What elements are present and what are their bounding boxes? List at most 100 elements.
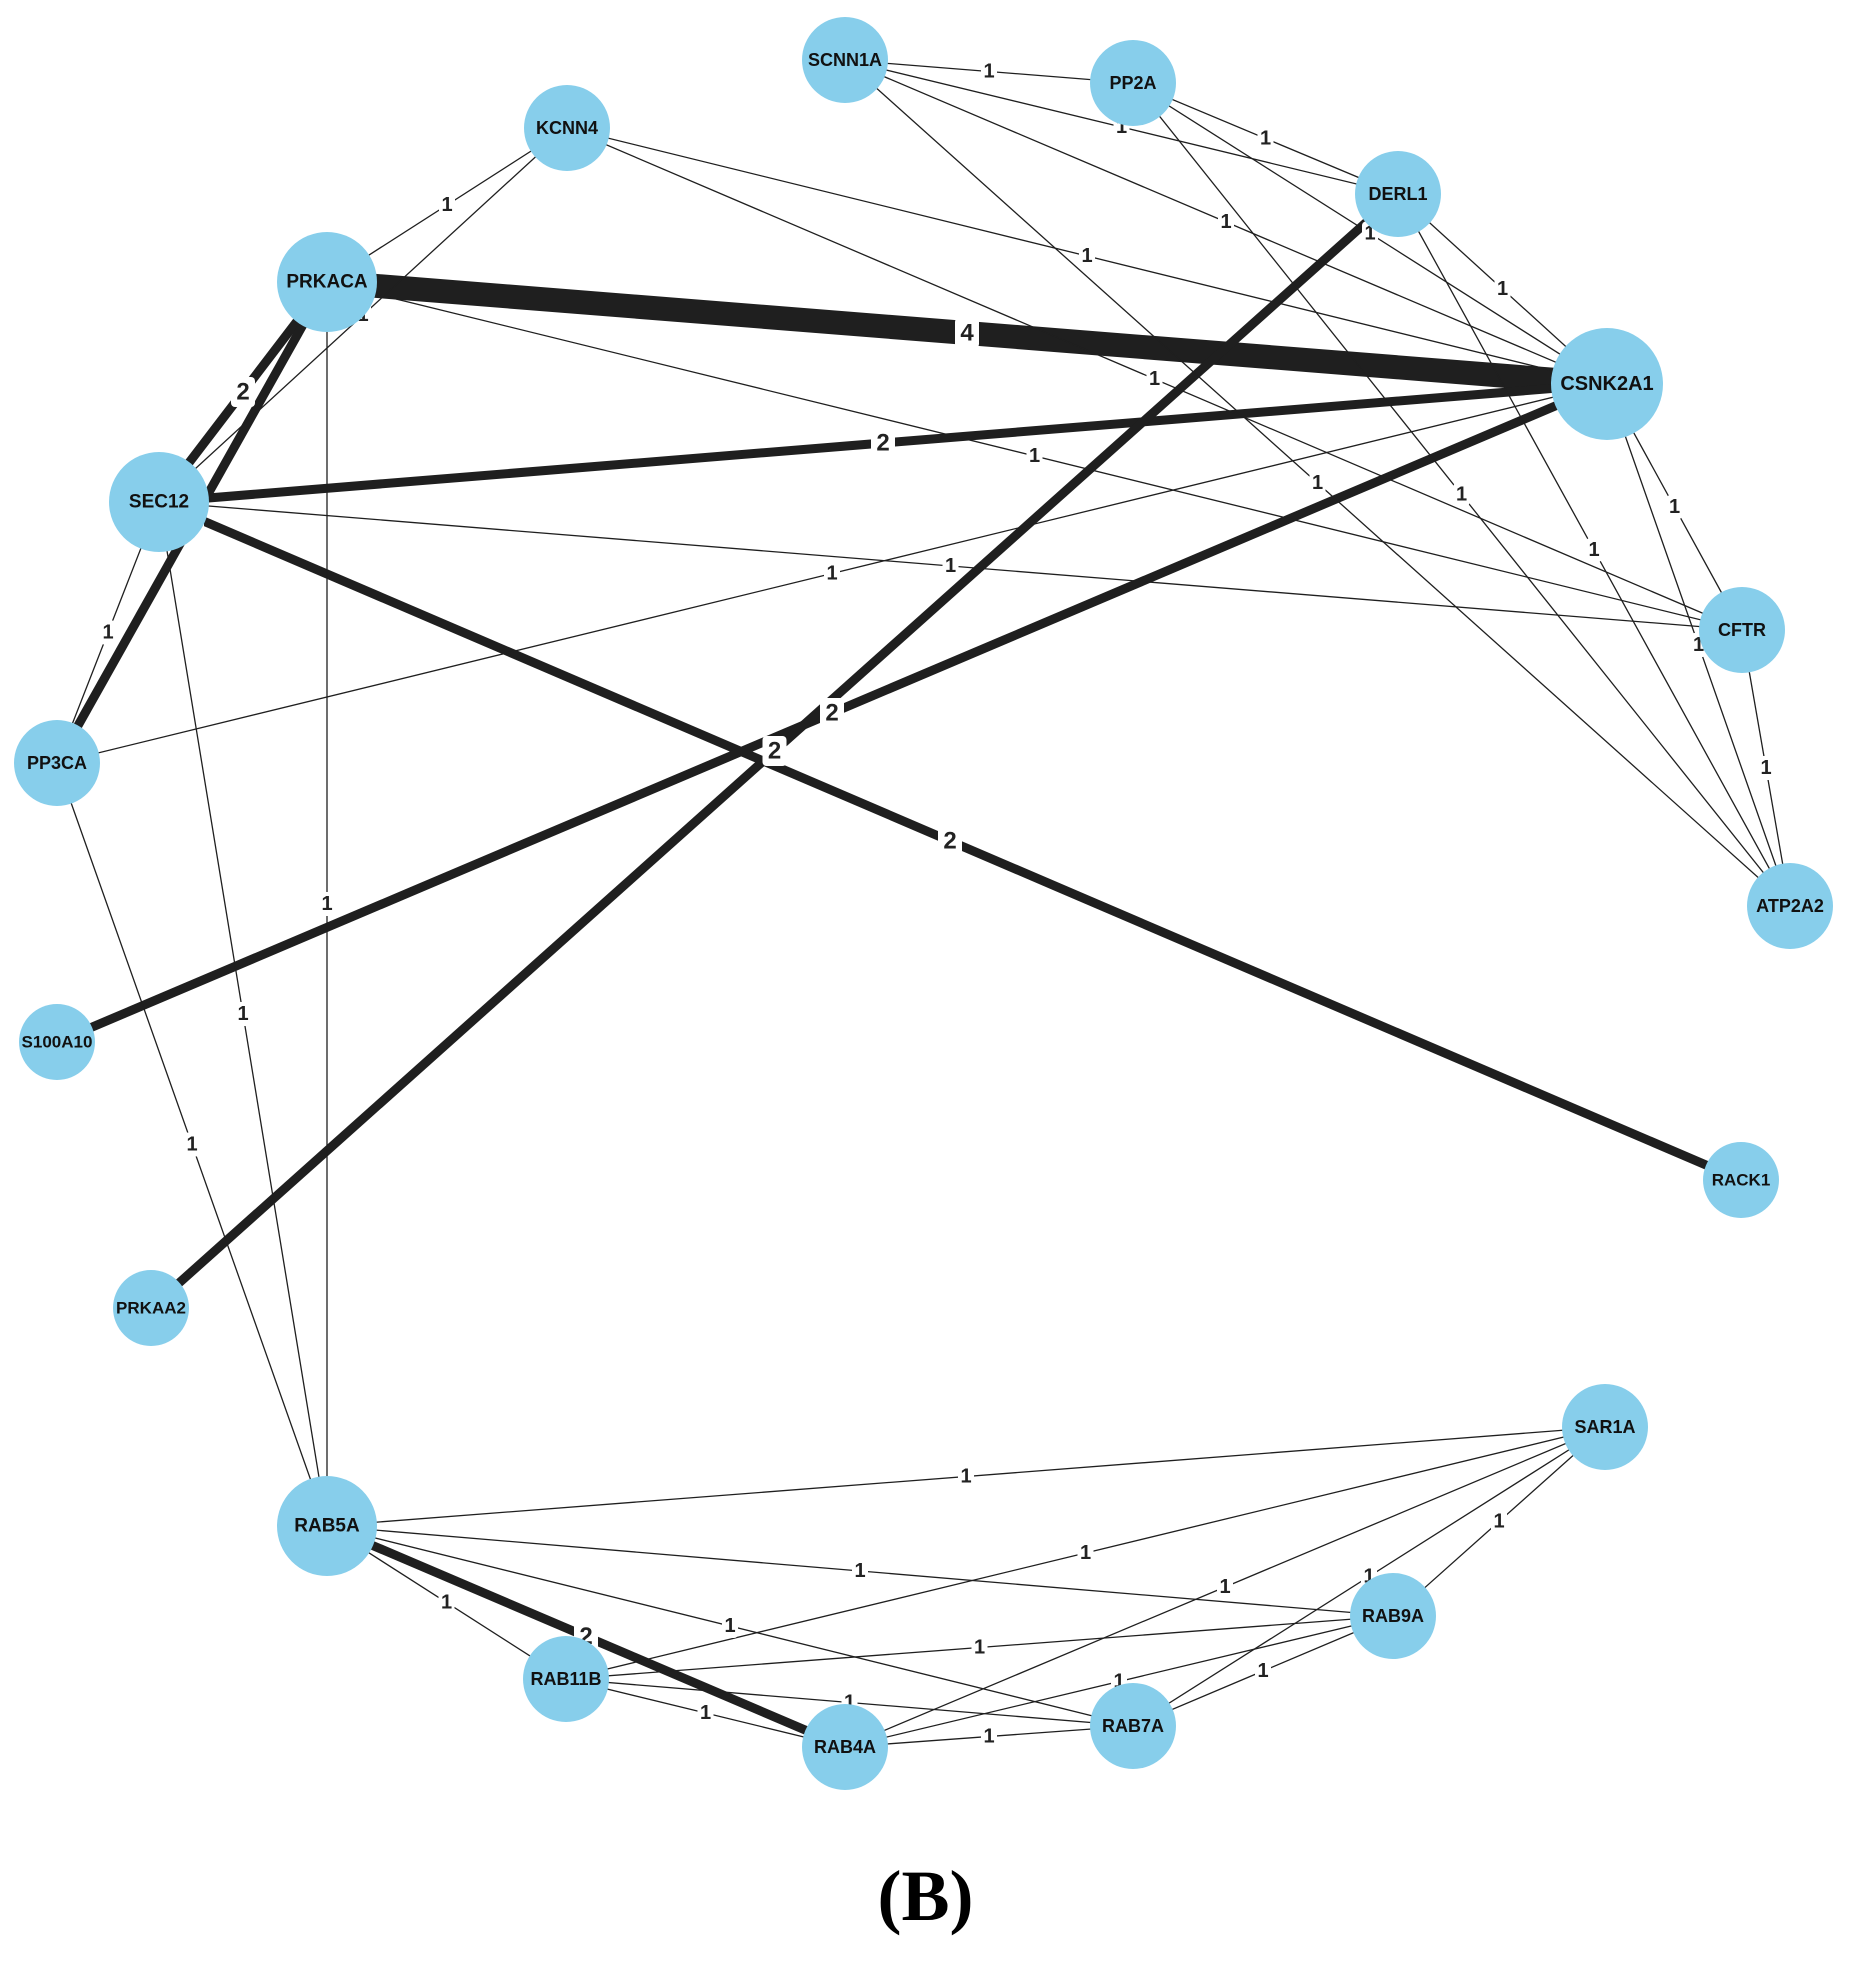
edge-weight-text: 1 [1149,368,1160,390]
node-pp3ca[interactable]: PP3CA [14,720,100,806]
edge-weight-label-bg [958,1464,974,1489]
node-circle[interactable] [1551,328,1663,440]
edge-weight-label-bg [955,318,979,348]
node-rack1[interactable]: RACK1 [1703,1142,1779,1218]
edge-weight-label-bg [981,1724,997,1749]
node-circle[interactable] [277,232,377,332]
node-circle[interactable] [524,85,610,171]
node-label: KCNN4 [536,118,598,138]
node-circle[interactable] [802,1704,888,1790]
node-s100a10[interactable]: S100A10 [19,1004,95,1080]
node-circle[interactable] [1355,151,1441,237]
node-circle[interactable] [1090,1683,1176,1769]
edge-weight-label-bg [319,892,335,916]
node-rab11b[interactable]: RAB11B [523,1636,609,1722]
edge-weight-label-bg [762,736,787,766]
edge-weight-text: 2 [876,430,889,457]
edge-weight-label: 1 [100,620,116,645]
edge-weight-label: 4 [955,318,979,348]
edge-weight-text: 4 [960,320,974,347]
node-kcnn4[interactable]: KCNN4 [524,85,610,171]
edge-weight-label: 1 [1257,126,1274,151]
edge-weight-label: 2 [820,698,844,728]
edge-weight-text: 1 [1456,484,1467,506]
node-label: SEC12 [129,492,189,513]
node-label: RACK1 [1712,1171,1771,1190]
edge-weight-label: 1 [981,1724,997,1749]
node-circle[interactable] [523,1636,609,1722]
edge-weight-text: 1 [1260,128,1271,150]
edge-weight-text: 1 [321,893,332,915]
edge-weight-text: 1 [983,61,994,83]
node-circle[interactable] [113,1270,189,1346]
node-prkaca[interactable]: PRKACA [277,232,377,332]
edge-weight-label: 1 [722,1614,738,1638]
node-sar1a[interactable]: SAR1A [1562,1384,1648,1470]
node-label: SAR1A [1574,1417,1635,1437]
edge-weight-text: 1 [1029,445,1040,467]
node-rab5a[interactable]: RAB5A [277,1476,377,1576]
node-circle[interactable] [1090,40,1176,126]
node-circle[interactable] [1747,863,1833,949]
edge-weight-label: 1 [1079,244,1095,268]
node-label: ATP2A2 [1756,896,1824,916]
node-circle[interactable] [1703,1142,1779,1218]
edge-weight-label-bg [1666,495,1683,519]
edge-weight-label: 1 [1494,277,1511,301]
edge-weight-text: 1 [1257,1660,1268,1682]
edge-weight-label-bg [1758,756,1774,780]
edge-weight-text: 1 [1116,116,1127,138]
edge-weight-label-bg [1218,210,1234,234]
edge-weight-text: 2 [943,828,956,855]
edge-weight-label: 1 [697,1701,714,1725]
edge-weight-label: 2 [231,377,255,407]
node-sec12[interactable]: SEC12 [109,452,209,552]
node-circle[interactable] [277,1476,377,1576]
edge-weight-label-bg [1257,126,1274,151]
node-circle[interactable] [1350,1573,1436,1659]
node-circle[interactable] [1562,1384,1648,1470]
edge-weight-label-bg [722,1614,738,1638]
edge-weight-label: 2 [871,428,895,458]
node-rab4a[interactable]: RAB4A [802,1704,888,1790]
node-prkaa2[interactable]: PRKAA2 [113,1270,189,1346]
node-atp2a2[interactable]: ATP2A2 [1747,863,1833,949]
edge-weight-label: 2 [938,826,962,856]
edge-weight-label: 1 [438,1590,455,1615]
edge-weight-label-bg [1077,1541,1094,1565]
node-rab7a[interactable]: RAB7A [1090,1683,1176,1769]
edge-weight-label: 1 [184,1132,200,1157]
node-scnn1a[interactable]: SCNN1A [802,17,888,103]
edge-weight-label-bg [1494,277,1511,301]
node-circle[interactable] [19,1004,95,1080]
edge-weight-label-bg [184,1132,200,1157]
edge-weight-text: 1 [1493,1511,1504,1533]
node-csnk2a1[interactable]: CSNK2A1 [1551,328,1663,440]
node-rab9a[interactable]: RAB9A [1350,1573,1436,1659]
node-circle[interactable] [14,720,100,806]
edge-weight-label: 1 [1218,210,1234,234]
edge-weight-label-bg [1217,1575,1233,1599]
node-circle[interactable] [109,452,209,552]
panel-label: (B) [877,1856,974,1936]
edge-weight-label-bg [438,1590,455,1615]
edge-weight-label-bg [100,620,116,645]
node-label: PP2A [1109,73,1156,93]
edge-weight-label: 1 [942,554,959,578]
edge-weight-label: 1 [824,561,840,586]
node-derl1[interactable]: DERL1 [1355,151,1441,237]
node-circle[interactable] [1699,587,1785,673]
edge-weight-label-bg [942,554,959,578]
node-pp2a[interactable]: PP2A [1090,40,1176,126]
edge-weight-text: 1 [441,194,452,216]
edge-weight-label-bg [824,561,840,586]
node-circle[interactable] [802,17,888,103]
node-cftr[interactable]: CFTR [1699,587,1785,673]
edge-weight-label: 1 [235,1002,251,1026]
edge-weight-text: 1 [1220,211,1231,233]
edge-weight-label-bg [1146,367,1163,391]
edge-weight-text: 1 [1081,245,1092,267]
edge-weight-label-bg [231,377,255,407]
